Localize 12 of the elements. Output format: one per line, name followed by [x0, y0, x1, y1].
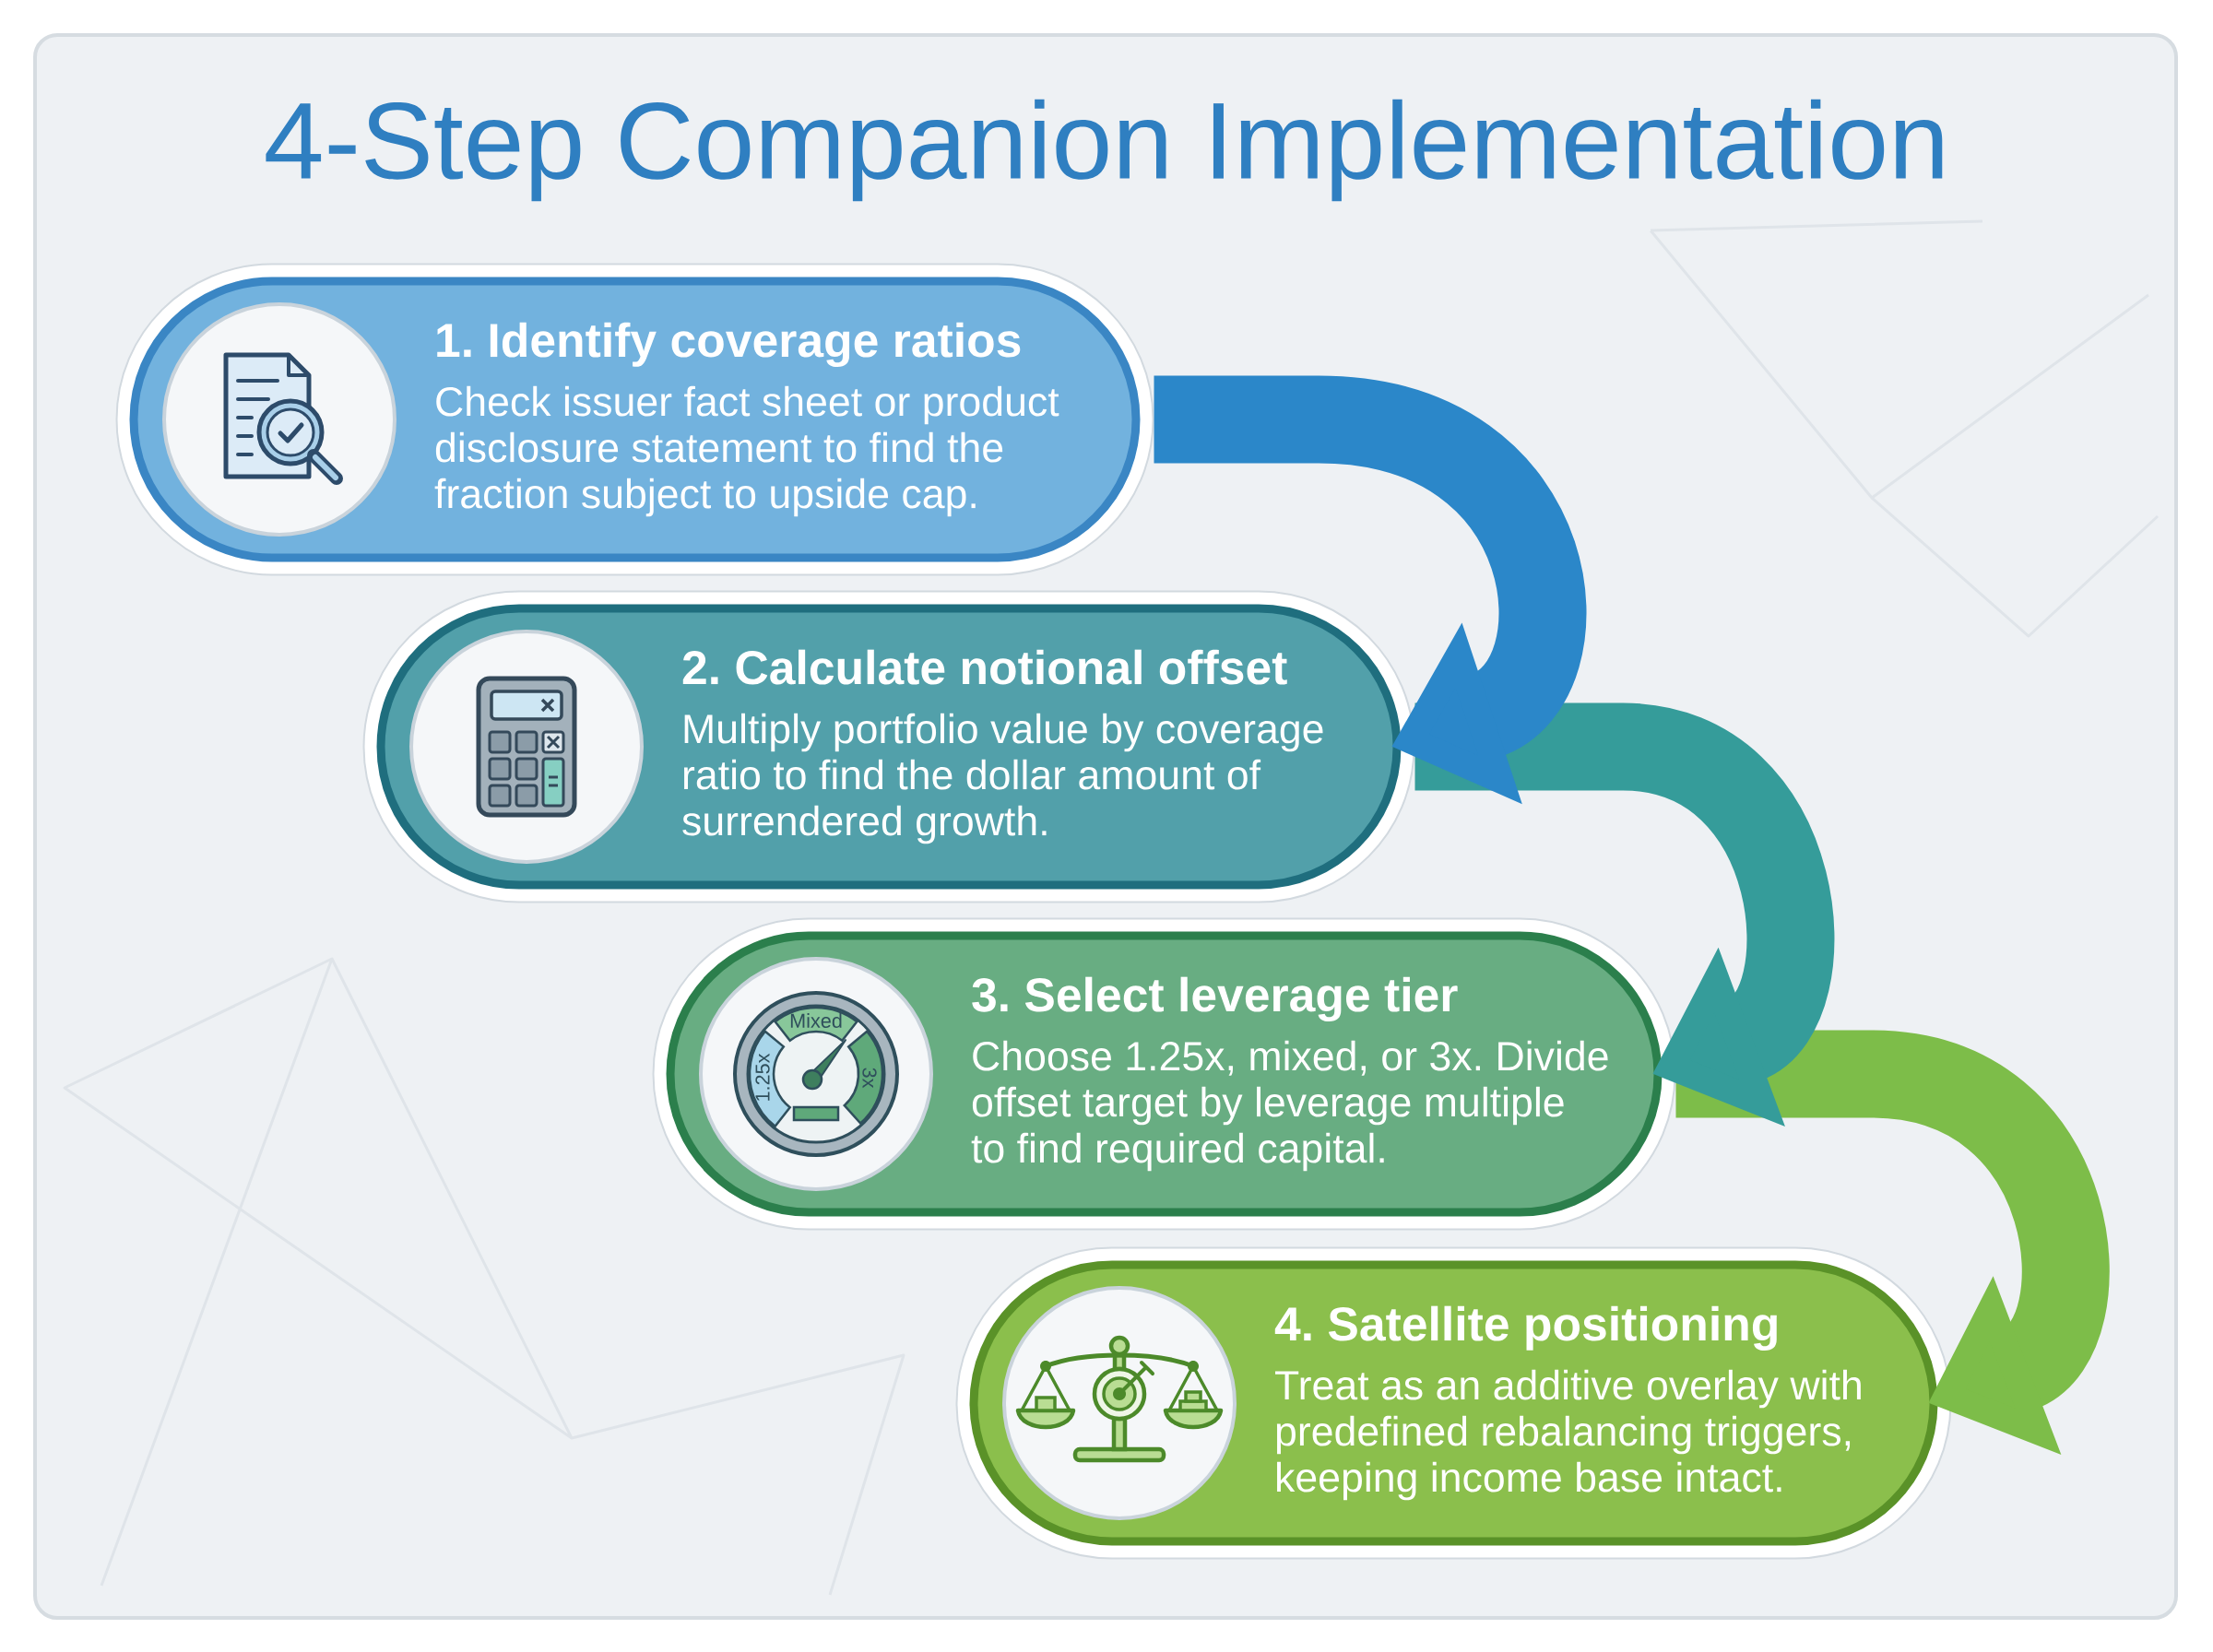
step-title: 2. Calculate notional offset — [682, 649, 1287, 685]
step-title: 3. Select leverage tier — [972, 976, 1458, 1021]
title: 4-Step Companion Implementation — [266, 99, 1943, 202]
step-description: Check issuer fact sheet or product disclosure statement to find the fraction subject to upside cap. — [434, 385, 1059, 517]
step-title: 1. Identify coverage ratios — [437, 322, 1021, 367]
dial-label: 3x — [862, 1068, 877, 1089]
step-title: 4. Satellite positioning — [1274, 1305, 1777, 1351]
step-description: Multiply portfolio value by coverage ratio to find the dollar amount of surrendered growth. — [682, 713, 1323, 844]
dial-label: Mixed — [790, 1013, 842, 1028]
step-description: Choose 1.25x, mixed, or 3x. Divide offset target by leverage multiple to find required capital. — [971, 1040, 1608, 1172]
dial-label: 1.25x — [755, 1053, 770, 1101]
step-description: Treat as an additive overlay with predefined rebalancing triggers, keeping income base intact. — [1275, 1369, 1861, 1501]
